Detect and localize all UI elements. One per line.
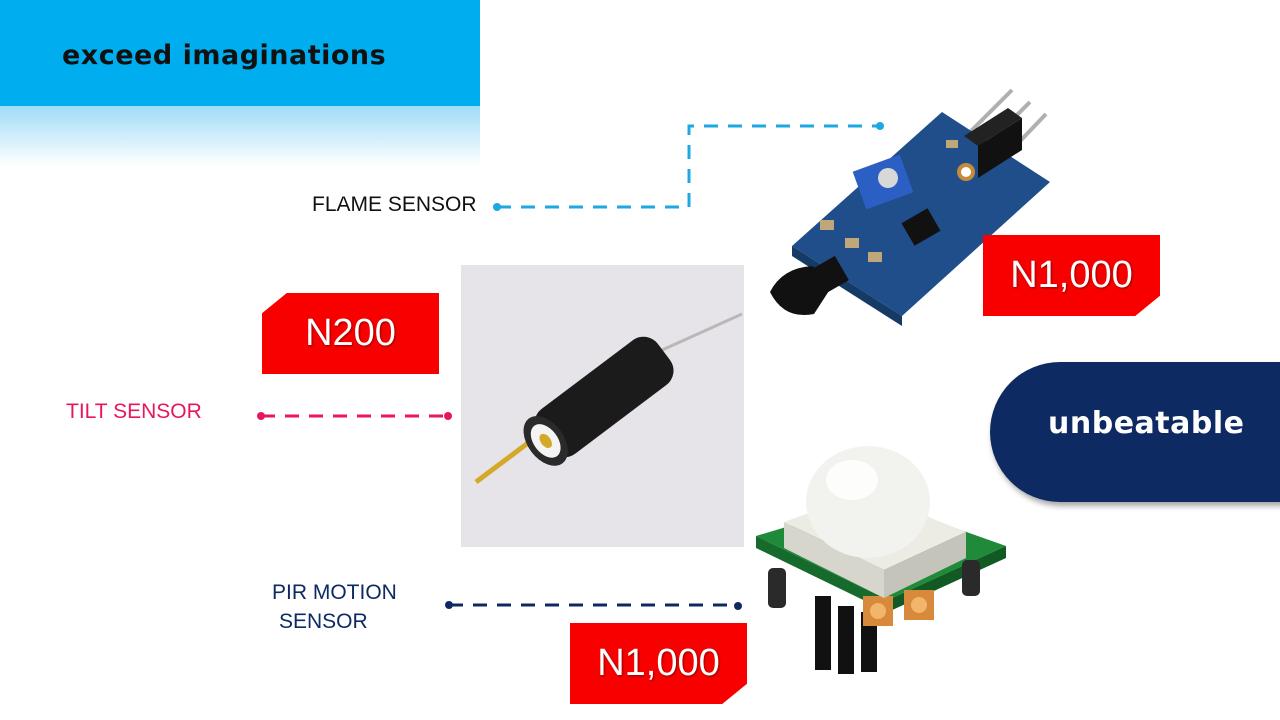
flame-connector-line bbox=[493, 122, 884, 211]
tilt-sensor-price-tag: N200 bbox=[262, 293, 439, 374]
callout-pill bbox=[990, 362, 1280, 502]
pir-sensor-label-line2: SENSOR bbox=[279, 610, 368, 633]
header-banner-fade bbox=[0, 106, 480, 166]
banner-title: exceed imaginations bbox=[62, 40, 387, 71]
callout-text: unbeatable bbox=[1048, 406, 1245, 441]
pir-sensor-price-tag: N1,000 bbox=[570, 623, 747, 704]
pir-sensor-label-line1: PIR MOTION bbox=[272, 581, 397, 604]
header-banner bbox=[0, 0, 480, 106]
flame-sensor-label: FLAME SENSOR bbox=[312, 193, 477, 216]
pir-motion-sensor-image bbox=[756, 446, 1006, 674]
tilt-sensor-label: TILT SENSOR bbox=[66, 400, 202, 423]
tilt-sensor-image bbox=[461, 265, 744, 547]
flame-sensor-image bbox=[770, 88, 1050, 326]
flame-sensor-price-tag: N1,000 bbox=[983, 235, 1160, 316]
pir-sensor-label: PIR MOTION SENSOR bbox=[272, 578, 397, 636]
tilt-connector-line bbox=[257, 412, 452, 420]
pir-connector-line bbox=[445, 601, 742, 610]
